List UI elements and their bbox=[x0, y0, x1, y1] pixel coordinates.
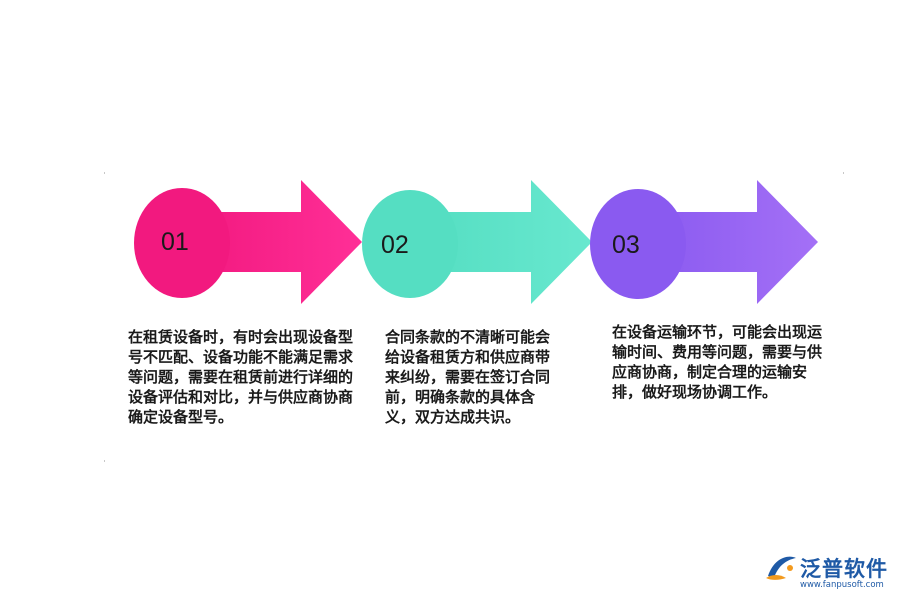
corner-mark-tl bbox=[104, 172, 105, 174]
step-2-circle bbox=[362, 190, 458, 298]
step-2-shape bbox=[362, 180, 592, 304]
fanpu-logo-icon bbox=[766, 556, 796, 580]
step-1-arrow bbox=[192, 180, 362, 304]
logo-url: www.fanpusoft.com bbox=[800, 580, 884, 590]
step-2-number: 02 bbox=[381, 231, 409, 259]
step-1-description: 在租赁设备时，有时会出现设备型号不匹配、设备功能不能满足需求等问题，需要在租赁前… bbox=[128, 328, 354, 426]
step-1-number: 01 bbox=[161, 228, 189, 256]
step-3-description: 在设备运输环节，可能会出现运输时间、费用等问题，需要与供应商协商，制定合理的运输… bbox=[612, 323, 823, 401]
logo-name: 泛普软件 bbox=[800, 557, 888, 581]
step-2-description: 合同条款的不清晰可能会给设备租赁方和供应商带来纠纷，需要在签订合同前，明确条款的… bbox=[385, 328, 551, 426]
step-1-circle bbox=[134, 188, 230, 298]
step-2-arrow bbox=[422, 180, 592, 304]
corner-mark-tr bbox=[843, 172, 844, 174]
step-3-circle bbox=[590, 189, 686, 299]
corner-mark-bl bbox=[104, 460, 105, 462]
step-3-number: 03 bbox=[612, 231, 640, 259]
step-3-shape bbox=[590, 180, 818, 304]
step-3-arrow bbox=[648, 180, 818, 304]
brand-logo: 泛普软件 www.fanpusoft.com bbox=[764, 548, 898, 596]
step-1-shape bbox=[134, 180, 362, 304]
